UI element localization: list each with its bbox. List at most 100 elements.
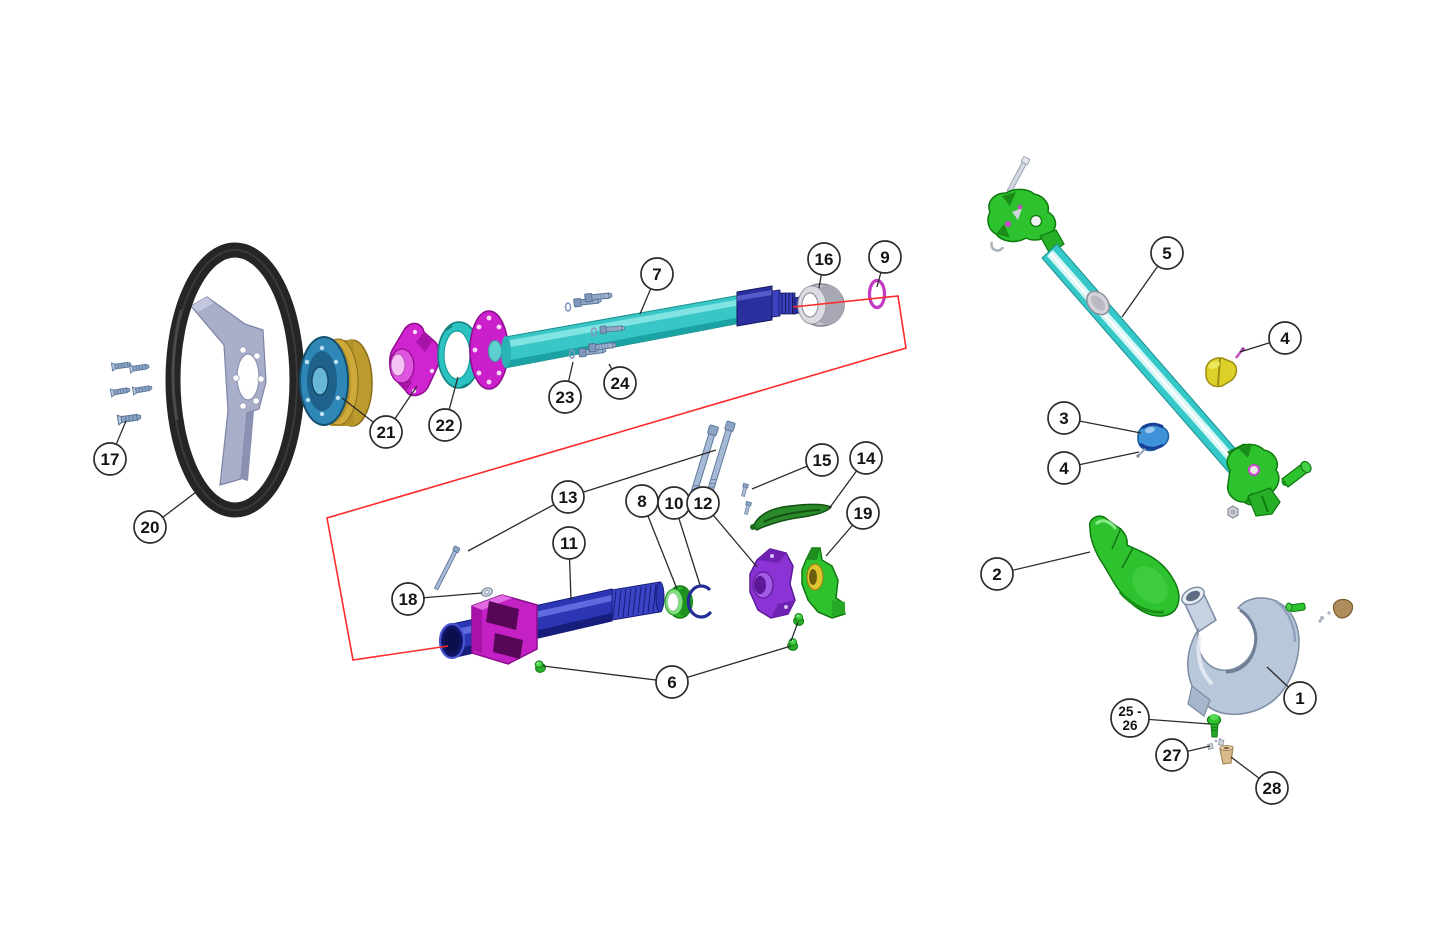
callout-27: 27 (1155, 738, 1189, 772)
support-strap (750, 503, 833, 531)
o-ring (867, 278, 887, 310)
lower-u-joint (1226, 443, 1281, 517)
joint-nut (1227, 505, 1239, 519)
bearing-bracket (801, 547, 846, 619)
callout-leader-13 (567, 449, 717, 498)
callout-number: 11 (560, 534, 578, 553)
steering-wheel (165, 242, 305, 518)
callout-15: 15 (805, 443, 839, 477)
callout-13: 13 (551, 480, 585, 514)
callout-25-26: 25 -26 (1110, 698, 1150, 738)
callout-number: 22 (436, 416, 455, 435)
callout-number: 24 (611, 374, 630, 393)
callout-balloon (980, 557, 1014, 591)
callout-number: 20 (141, 518, 160, 537)
steering-wheel-screws (109, 359, 153, 426)
callout-balloon (1150, 236, 1184, 270)
callout-balloon (548, 380, 582, 414)
shaft-clamp-collar (1137, 422, 1170, 452)
callout-balloon (93, 442, 127, 476)
mount-bolt-and-washer (1206, 714, 1222, 743)
column-support-bracket (749, 548, 796, 619)
callout-number: 8 (637, 492, 646, 511)
callout-balloon (846, 496, 880, 530)
callout-22: 22 (428, 408, 462, 442)
callout-number: 21 (377, 423, 396, 442)
callout-number: 9 (880, 248, 889, 267)
callout-17: 17 (93, 442, 127, 476)
callout-balloon (1255, 771, 1289, 805)
callout-balloon (805, 443, 839, 477)
callout-leader-13 (467, 496, 569, 552)
grommet (1219, 745, 1234, 765)
callout-balloon (369, 415, 403, 449)
column-firewall-mount (1181, 586, 1300, 717)
callout-number: 1 (1295, 689, 1304, 708)
callout-number: 10 (665, 494, 684, 513)
callout-9: 9 (868, 240, 902, 274)
callout-balloon (655, 665, 689, 699)
callout-16: 16 (807, 242, 841, 276)
callout-balloon (686, 486, 720, 520)
callout-19: 19 (846, 496, 880, 530)
callout-number: 4 (1059, 459, 1069, 478)
upper-steering-shaft (469, 285, 807, 390)
callout-18: 18 (391, 582, 425, 616)
callout-balloon (1047, 451, 1081, 485)
callout-11: 11 (552, 526, 586, 560)
detail-view-outline (326, 295, 907, 661)
callout-3: 3 (1047, 401, 1081, 435)
callout-number: 16 (815, 250, 834, 269)
wheel-spokes (190, 296, 267, 486)
callout-balloon (849, 441, 883, 475)
callout-2: 2 (980, 557, 1014, 591)
callout-number: 14 (857, 449, 876, 468)
callout-number: 3 (1059, 409, 1068, 428)
callout-balloon (133, 510, 167, 544)
pinch-bolt (1281, 460, 1312, 488)
intermediate-shaft-assembly (987, 156, 1312, 519)
upper-u-joint (987, 188, 1065, 255)
strap-screws (741, 482, 752, 515)
callout-number: 15 (813, 451, 832, 470)
column-detail-group (433, 420, 846, 674)
callout-balloon (640, 257, 674, 291)
connector-segment (790, 621, 799, 642)
upper-clamp-yellow (1205, 357, 1238, 388)
callout-number: 25 -26 (1118, 704, 1141, 733)
callout-number: 18 (399, 590, 418, 609)
callout-leader-6 (671, 645, 792, 683)
callout-number: 12 (694, 494, 713, 513)
callout-balloon (1110, 698, 1150, 738)
joint-bolt (1006, 156, 1031, 194)
callout-6: 6 (655, 665, 689, 699)
hub-spider (389, 322, 441, 397)
callout-balloon (1155, 738, 1189, 772)
callout-10: 10 (657, 486, 691, 520)
callout-number: 7 (652, 265, 661, 284)
callout-number: 17 (101, 450, 120, 469)
callout-number: 19 (854, 504, 873, 523)
wheel-rim (165, 242, 305, 518)
tube-clamp-block (471, 594, 538, 665)
callout-5: 5 (1150, 236, 1184, 270)
callout-8: 8 (625, 484, 659, 518)
callout-21: 21 (369, 415, 403, 449)
callout-20: 20 (133, 510, 167, 544)
callout-balloon (552, 526, 586, 560)
callout-number: 6 (667, 673, 676, 692)
callout-balloon (551, 480, 585, 514)
callout-balloon (1047, 401, 1081, 435)
mount-side-bolt (1285, 602, 1331, 620)
callout-4: 4 (1047, 451, 1081, 485)
callout-balloon (807, 242, 841, 276)
callout-balloon (603, 366, 637, 400)
callout-1: 1 (1283, 681, 1317, 715)
clamp-screw-lower (1136, 448, 1146, 458)
callout-number: 27 (1163, 746, 1182, 765)
callout-24: 24 (603, 366, 637, 400)
callout-number: 5 (1162, 244, 1171, 263)
